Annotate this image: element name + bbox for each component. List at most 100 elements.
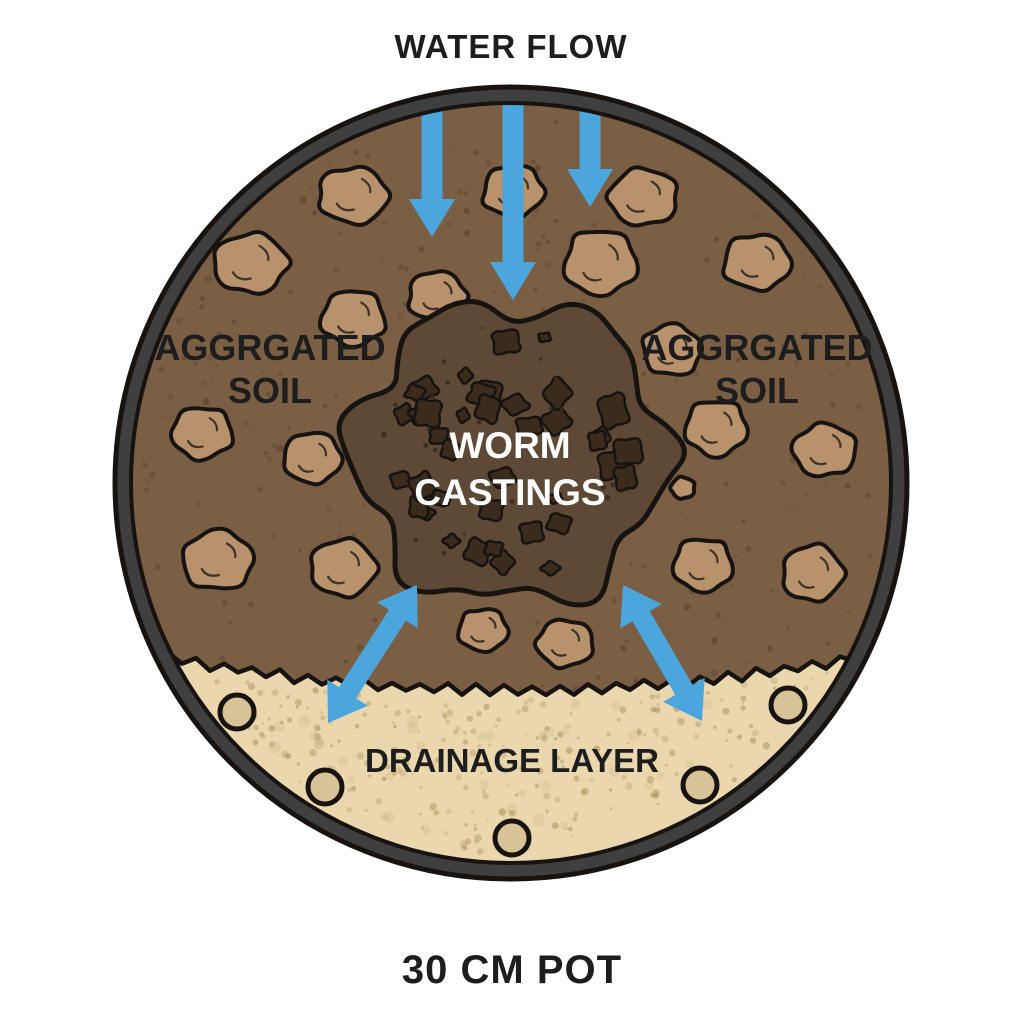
aggregate-detail-line — [626, 204, 645, 213]
drainage-speckle — [619, 706, 627, 714]
soil-speckle — [783, 614, 787, 618]
castings-spot — [490, 328, 522, 356]
drainage-speckle — [654, 706, 661, 713]
water-flow-arrow — [490, 104, 536, 300]
soil-speckle — [535, 240, 542, 247]
castings-dot — [600, 484, 607, 491]
castings-spot — [428, 488, 453, 508]
drainage-speckle — [514, 793, 519, 797]
soil-speckle — [745, 545, 752, 552]
castings-spot — [412, 397, 443, 429]
soil-speckle — [397, 311, 404, 319]
soil-speckle — [683, 603, 691, 611]
soil-speckle — [193, 361, 198, 366]
soil-speckle — [533, 208, 540, 214]
drainage-speckle — [544, 726, 550, 732]
soil-speckle — [492, 289, 496, 294]
drainage-speckle — [433, 809, 440, 816]
aggregate-detail-line — [225, 542, 237, 559]
soil-speckle — [221, 599, 228, 607]
drainage-speckle — [649, 693, 656, 700]
drainage-speckle — [496, 717, 501, 722]
castings-dot — [499, 469, 503, 473]
drainage-speckle — [477, 847, 484, 855]
drainage-speckle — [652, 727, 659, 734]
aggregate-detail-line — [337, 325, 355, 334]
pot-interior — [132, 104, 890, 862]
castings-dot — [441, 359, 447, 364]
soil-speckle — [202, 398, 210, 406]
soil-speckle — [719, 473, 722, 476]
drainage-speckle — [482, 792, 489, 800]
drainage-speckle — [749, 737, 757, 744]
drainage-speckle — [214, 679, 220, 685]
aggregate-detail-line — [327, 575, 345, 585]
soil-aggregate — [532, 617, 595, 671]
drainage-speckle — [279, 704, 283, 709]
drainage-speckle — [665, 763, 668, 767]
drainage-speckle — [483, 703, 490, 711]
soil-speckle — [154, 563, 161, 571]
drainage-speckle — [483, 730, 495, 741]
soil-aggregate — [309, 536, 381, 600]
drainage-speckle — [462, 730, 467, 735]
soil-speckle — [142, 459, 145, 462]
drainage-speckle — [286, 694, 291, 699]
drainage-speckle — [420, 825, 425, 830]
soil-aggregate — [670, 537, 735, 595]
soil-speckle — [754, 213, 761, 220]
drainage-speckle — [295, 705, 299, 709]
drainage-speckle — [652, 789, 660, 797]
drainage-speckle — [476, 710, 483, 717]
pot-size-label: 30 CM POT — [402, 948, 622, 992]
drainage-speckle — [463, 784, 469, 791]
drainage-speckle — [669, 749, 676, 757]
castings-spot — [456, 366, 475, 385]
drainage-speckle — [572, 816, 578, 822]
soil-speckle — [299, 196, 307, 204]
drainage-speckle — [480, 771, 484, 775]
castings-dot — [610, 482, 616, 488]
drainage-speckle — [762, 742, 770, 750]
drainage-speckle — [441, 737, 446, 743]
castings-spot — [477, 498, 506, 523]
drainage-speckle — [557, 731, 564, 738]
castings-spot — [596, 391, 631, 431]
soil-speckle — [723, 481, 729, 487]
aggregate-detail-line — [422, 302, 439, 311]
soil-speckle — [203, 381, 207, 386]
aggregate-detail-line — [722, 411, 733, 427]
soil-speckle — [641, 371, 646, 376]
castings-spot — [539, 405, 574, 437]
castings-dot — [604, 494, 611, 501]
drainage-speckle — [569, 711, 573, 716]
soil-speckle — [274, 449, 279, 454]
soil-speckle — [867, 554, 873, 559]
worm-castings-label-line1: WORM — [449, 425, 570, 466]
soil-speckle — [536, 248, 539, 251]
soil-speckle — [204, 275, 212, 283]
drainage-speckle — [649, 792, 655, 798]
soil-speckle — [516, 629, 518, 632]
soil-speckle — [705, 384, 708, 387]
soil-aggregate — [721, 232, 794, 293]
drainage-speckle — [541, 735, 548, 743]
drainage-speckle — [581, 787, 589, 795]
drainage-speckle — [466, 715, 473, 722]
drainage-speckle — [727, 728, 733, 734]
soil-speckle — [854, 402, 862, 410]
drainage-speckle — [477, 743, 482, 749]
drainage-speckle — [287, 717, 293, 723]
soil-speckle — [233, 320, 240, 327]
drainage-speckle — [253, 724, 259, 731]
drainage-speckle — [416, 741, 426, 751]
soil-aggregate — [640, 321, 705, 377]
aggregate-detail-line — [657, 356, 674, 365]
drainage-speckle — [383, 811, 395, 823]
drainage-speckle — [655, 693, 661, 699]
drainage-speckle — [566, 724, 571, 728]
drainage-speckle — [402, 760, 410, 767]
drainage-speckle — [362, 712, 367, 717]
drainage-texture — [214, 671, 829, 855]
